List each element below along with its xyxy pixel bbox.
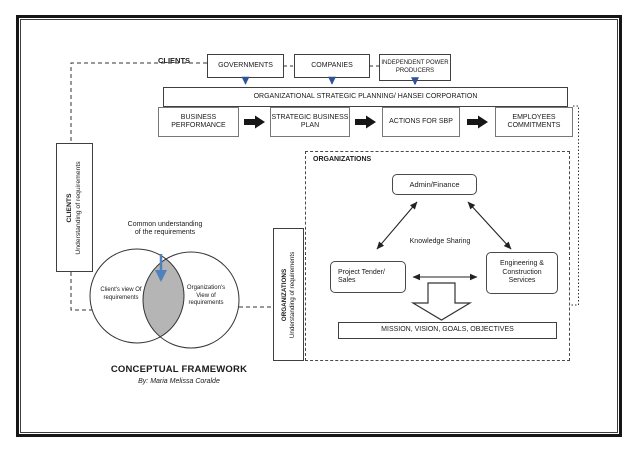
admin-finance-label: Admin/Finance — [409, 180, 460, 189]
organizations-axis-text: ORGANIZATIONS Understanding of requireme… — [280, 251, 296, 337]
osp-banner-box: ORGANIZATIONAL STRATEGIC PLANNING/ HANSE… — [163, 87, 568, 107]
venn-left-label: Client's view Of requirements — [95, 287, 147, 302]
page-frame — [16, 15, 622, 437]
governments-label: GOVERNMENTS — [218, 61, 273, 69]
knowledge-sharing-label: Knowledge Sharing — [409, 238, 471, 245]
ipp-label-line1: INDEPENDENT POWER — [381, 60, 449, 66]
venn-right-line3: requirements — [188, 300, 224, 306]
venn-left-line2: requirements — [103, 294, 139, 301]
clients-axis-title: CLIENTS — [65, 192, 73, 223]
ipp-label-line2: PRODUCERS — [395, 67, 435, 74]
companies-box: COMPANIES — [294, 54, 370, 78]
organizations-axis-subtitle: Understanding of requirements — [288, 251, 296, 338]
venn-right-line1: Organization's — [186, 285, 226, 291]
clients-flow-label: CLIENTS — [153, 56, 195, 65]
strategic-business-plan-box: STRATEGIC BUSINESS PLAN — [270, 107, 350, 137]
page-frame-inner — [20, 19, 618, 433]
independent-power-producers-box: INDEPENDENT POWER PRODUCERS — [379, 54, 451, 81]
project-tender-line1: Project Tender/ — [338, 268, 385, 276]
engineering-line1: Engineering & — [500, 260, 544, 268]
employees-commitments-box: EMPLOYEES COMMITMENTS — [495, 107, 573, 137]
conceptual-framework-title: CONCEPTUAL FRAMEWORK — [110, 364, 248, 375]
organizations-panel-label: ORGANIZATIONS — [313, 156, 372, 163]
business-performance-box: BUSINESS PERFORMANCE — [158, 107, 239, 137]
clients-axis-box: CLIENTS Understanding of requirements — [56, 143, 93, 272]
actions-for-sbp-box: ACTIONS FOR SBP — [382, 107, 460, 137]
companies-label: COMPANIES — [311, 61, 353, 69]
admin-finance-box: Admin/Finance — [392, 174, 477, 195]
venn-left-line1: Client's view Of — [100, 287, 142, 293]
byline: By: Maria Melissa Coralde — [138, 378, 220, 385]
project-tender-sales-box: Project Tender/ Sales — [330, 261, 406, 293]
business-performance-label: BUSINESS PERFORMANCE — [171, 113, 226, 129]
venn-right-line2: View of — [196, 292, 216, 299]
engineering-construction-box: Engineering & Construction Services — [486, 252, 558, 294]
engineering-line3: Services — [508, 277, 536, 285]
venn-caption-line1: Common understanding — [127, 221, 203, 228]
governments-box: GOVERNMENTS — [207, 54, 284, 78]
osp-banner-label: ORGANIZATIONAL STRATEGIC PLANNING/ HANSE… — [253, 92, 478, 100]
project-tender-line2: Sales — [338, 277, 356, 284]
organizations-axis-title: ORGANIZATIONS — [280, 268, 288, 321]
strategic-business-plan-label: STRATEGIC BUSINESS PLAN — [271, 113, 349, 129]
clients-axis-subtitle: Understanding of requirements — [74, 160, 82, 255]
venn-caption: Common understanding of the requirements — [105, 221, 225, 238]
engineering-line2: Construction — [502, 268, 542, 276]
actions-for-sbp-label: ACTIONS FOR SBP — [389, 117, 453, 125]
venn-caption-line2: of the requirements — [134, 229, 196, 237]
organizations-axis-box: ORGANIZATIONS Understanding of requireme… — [273, 228, 304, 361]
venn-right-label: Organization's View of requirements — [179, 285, 233, 308]
organizations-panel — [305, 151, 570, 361]
mission-vision-box: MISSION, VISION, GOALS, OBJECTIVES — [338, 322, 557, 339]
footer-title-block: CONCEPTUAL FRAMEWORK By: Maria Melissa C… — [79, 364, 279, 385]
clients-axis-text: CLIENTS Understanding of requirements — [66, 161, 84, 254]
mission-vision-label: MISSION, VISION, GOALS, OBJECTIVES — [381, 326, 514, 334]
employees-commitments-label: EMPLOYEES COMMITMENTS — [507, 113, 561, 129]
